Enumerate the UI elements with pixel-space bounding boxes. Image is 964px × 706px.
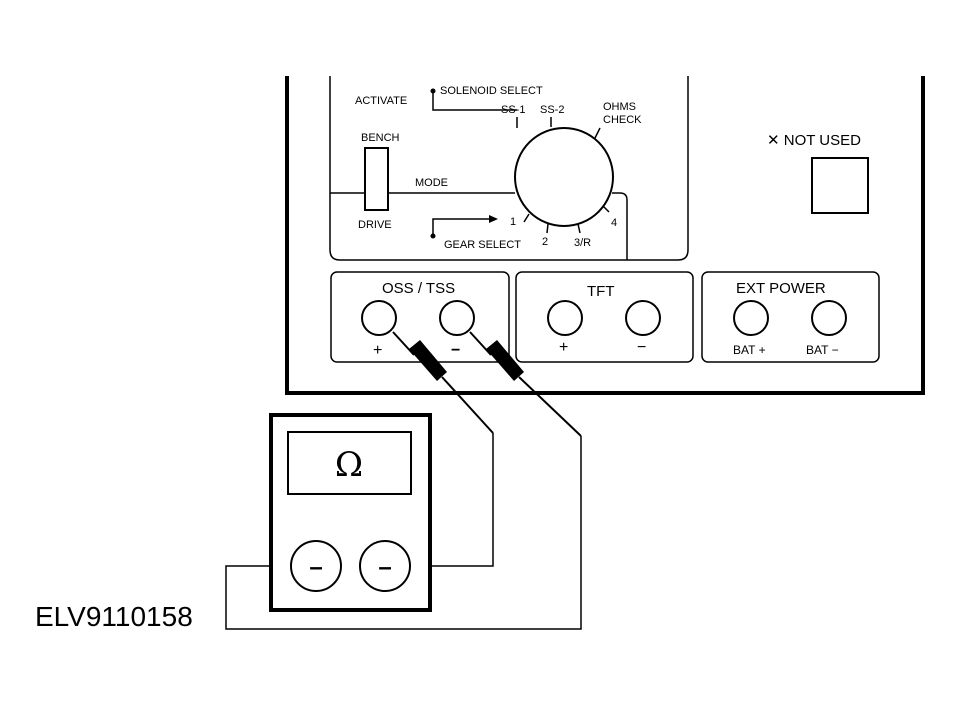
mode-line-end bbox=[612, 192, 628, 260]
solenoid-select-label: SOLENOID SELECT bbox=[440, 85, 543, 97]
tft-label: TFT bbox=[587, 283, 615, 300]
activate-label: ACTIVATE bbox=[355, 95, 407, 107]
bat-plus-jack[interactable] bbox=[733, 300, 769, 336]
probe-plus bbox=[392, 331, 494, 434]
activate-line bbox=[432, 91, 517, 111]
gear-arrow bbox=[489, 215, 498, 223]
oss-plus-label: + bbox=[373, 342, 382, 359]
meter-jack-left-label: – bbox=[309, 554, 322, 581]
gear-1-label: 1 bbox=[510, 216, 516, 228]
bench-label: BENCH bbox=[361, 132, 400, 144]
bat-plus-label: BAT + bbox=[733, 343, 766, 357]
lead-minus bbox=[225, 436, 582, 630]
gear-2-label: 2 bbox=[542, 236, 548, 248]
oss-tss-label: OSS / TSS bbox=[382, 280, 455, 297]
bat-minus-label: BAT − bbox=[806, 343, 839, 357]
ohms-label-2: CHECK bbox=[603, 114, 642, 126]
mode-switch[interactable] bbox=[364, 147, 389, 211]
oss-minus-jack[interactable] bbox=[439, 300, 475, 336]
meter-display bbox=[287, 431, 412, 495]
gear-4-label: 4 bbox=[611, 217, 617, 229]
tft-minus-label: − bbox=[637, 339, 646, 356]
ohm-symbol: Ω bbox=[335, 445, 363, 485]
selector-panel bbox=[329, 76, 689, 261]
gear-line bbox=[432, 218, 492, 236]
meter-jack-right[interactable] bbox=[359, 540, 411, 592]
drive-label: DRIVE bbox=[358, 219, 392, 231]
ext-power-label: EXT POWER bbox=[736, 280, 826, 297]
lead-plus bbox=[417, 433, 494, 567]
figure-id: ELV9110158 bbox=[35, 601, 193, 632]
tick-1 bbox=[523, 213, 530, 223]
ss2-label: SS-2 bbox=[540, 104, 564, 116]
gear-select-label: GEAR SELECT bbox=[444, 239, 521, 251]
ext-power-box bbox=[701, 271, 880, 363]
gear-3r-label: 3/R bbox=[574, 237, 591, 249]
tick-3r bbox=[577, 223, 581, 234]
tft-plus-label: + bbox=[559, 339, 568, 356]
tick-ohms bbox=[594, 127, 601, 139]
ohms-label-1: OHMS bbox=[603, 101, 636, 113]
bat-minus-jack[interactable] bbox=[811, 300, 847, 336]
probe-minus bbox=[469, 331, 582, 437]
meter-jack-right-label: – bbox=[378, 554, 391, 581]
mode-label: MODE bbox=[415, 177, 448, 189]
ss1-label: SS-1 bbox=[501, 104, 525, 116]
oss-minus-label: − bbox=[451, 342, 460, 359]
selector-dial[interactable] bbox=[514, 127, 614, 227]
oss-tss-box bbox=[330, 271, 510, 363]
oss-plus-jack[interactable] bbox=[361, 300, 397, 336]
tester-outline bbox=[285, 76, 925, 395]
tft-minus-jack[interactable] bbox=[625, 300, 661, 336]
tft-box bbox=[515, 271, 694, 363]
not-used-label: ✕ NOT USED bbox=[767, 132, 861, 149]
meter-jack-left[interactable] bbox=[290, 540, 342, 592]
tick-2 bbox=[546, 223, 549, 234]
not-used-button[interactable] bbox=[811, 157, 869, 214]
tft-plus-jack[interactable] bbox=[547, 300, 583, 336]
